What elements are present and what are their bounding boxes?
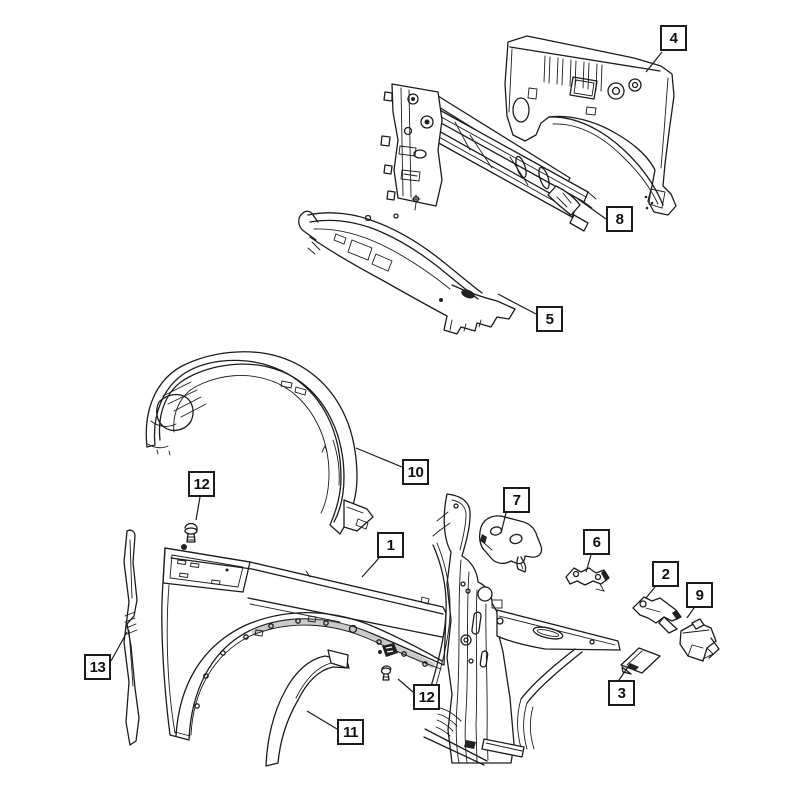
screw-lower-drawing: [378, 643, 398, 681]
leader-line-1: [361, 557, 380, 578]
leader-line-12: [195, 496, 201, 521]
callout-2[interactable]: 2: [652, 561, 679, 587]
leader-line-13: [110, 631, 128, 662]
leader-line-11: [306, 710, 338, 730]
fender-drawing: [161, 547, 447, 741]
callout-12[interactable]: 12: [413, 684, 440, 710]
wheel-arch-molding-drawing: [265, 649, 350, 767]
callout-10[interactable]: 10: [402, 459, 429, 485]
screw-upper-drawing: [181, 522, 198, 550]
bracket-6-drawing: [565, 567, 610, 592]
cowl-plenum-panel-drawing: [298, 194, 516, 335]
callout-11[interactable]: 11: [337, 719, 364, 745]
leader-line-10: [355, 447, 403, 468]
leader-line-12: [397, 678, 414, 693]
callout-6[interactable]: 6: [583, 529, 610, 555]
callout-8[interactable]: 8: [606, 206, 633, 232]
callout-5[interactable]: 5: [536, 306, 563, 332]
dash-side-panel-drawing: [504, 35, 677, 216]
leader-line-9: [686, 607, 695, 619]
leader-line-5: [497, 293, 537, 315]
fender-liner-drawing: [145, 351, 374, 535]
callout-7[interactable]: 7: [503, 487, 530, 513]
leader-line-2: [645, 586, 656, 599]
bracket-2-drawing: [632, 596, 682, 634]
callout-12[interactable]: 12: [188, 471, 215, 497]
wedge-bracket-drawing: [679, 618, 720, 662]
leader-line-6: [585, 554, 592, 573]
leader-line-4: [645, 51, 663, 73]
cowl-reinforcement-drawing: [479, 515, 543, 573]
leader-line-8: [577, 198, 607, 220]
callout-1[interactable]: 1: [377, 532, 404, 558]
callout-4[interactable]: 4: [660, 25, 687, 51]
hinge-pillar-assembly-drawing: [423, 493, 621, 766]
fender-seal-strip-drawing: [123, 529, 140, 746]
leader-lines: [110, 51, 695, 730]
leader-line-7: [500, 512, 507, 534]
callout-3[interactable]: 3: [608, 680, 635, 706]
callout-13[interactable]: 13: [84, 654, 111, 680]
callout-9[interactable]: 9: [686, 582, 713, 608]
dash-crossmember-drawing: [380, 83, 597, 232]
leader-line-3: [618, 663, 631, 681]
